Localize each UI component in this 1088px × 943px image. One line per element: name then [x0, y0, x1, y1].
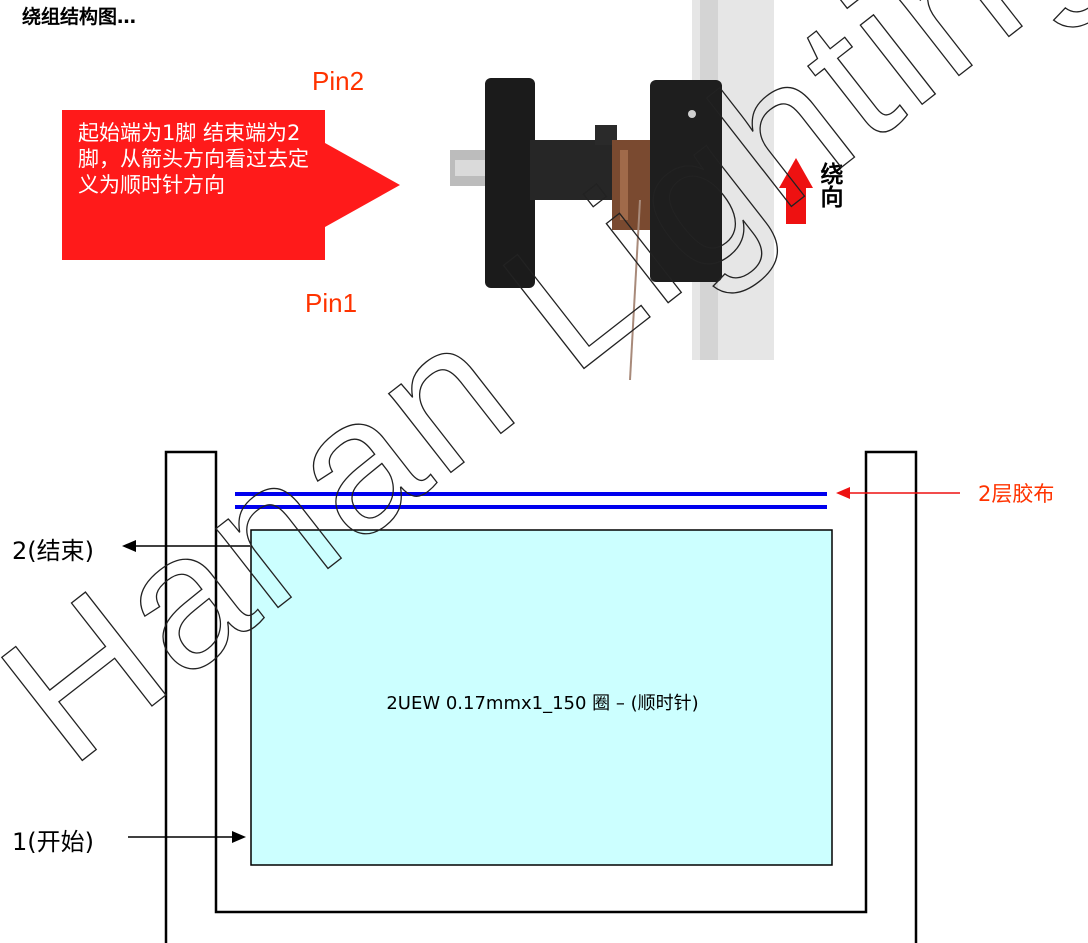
bobbin-right-flange	[650, 80, 722, 282]
winding-arrow-shaft	[786, 186, 806, 224]
pin1-label: Pin1	[305, 288, 358, 318]
bobbin-outline	[164, 450, 918, 943]
bobbin-core-top	[595, 125, 617, 145]
start-label: 1(开始)	[12, 828, 94, 856]
tape-pointer-arrowhead	[836, 487, 850, 499]
winding-direction-label: 绕向	[816, 162, 842, 208]
callout-text: 起始端为1脚 结束端为2脚，从箭头方向看过去定义为顺时针方向	[78, 121, 309, 197]
pin-tab-inner	[455, 160, 485, 176]
lead-wire	[629, 199, 641, 381]
end-label: 2(结束)	[12, 537, 94, 565]
coil-block	[250, 529, 833, 866]
tape-label: 2层胶布	[978, 482, 1055, 506]
bobbin-left-flange	[485, 78, 535, 288]
bobbin-photo	[62, 0, 813, 381]
pin2-label: Pin2	[312, 66, 365, 96]
copper-winding	[612, 140, 652, 230]
flange-hole	[688, 110, 696, 118]
start-pointer-arrowhead	[232, 831, 246, 843]
end-pointer-arrowhead	[122, 540, 136, 552]
coil-spec-label: 2UEW 0.17mmx1_150 圈 – (顺时针)	[386, 693, 699, 714]
copper-winding-highlight	[620, 150, 628, 220]
callout-arrow	[62, 110, 400, 260]
winding-arrow-head	[779, 158, 813, 188]
page-title: 绕组结构图…	[22, 6, 137, 28]
